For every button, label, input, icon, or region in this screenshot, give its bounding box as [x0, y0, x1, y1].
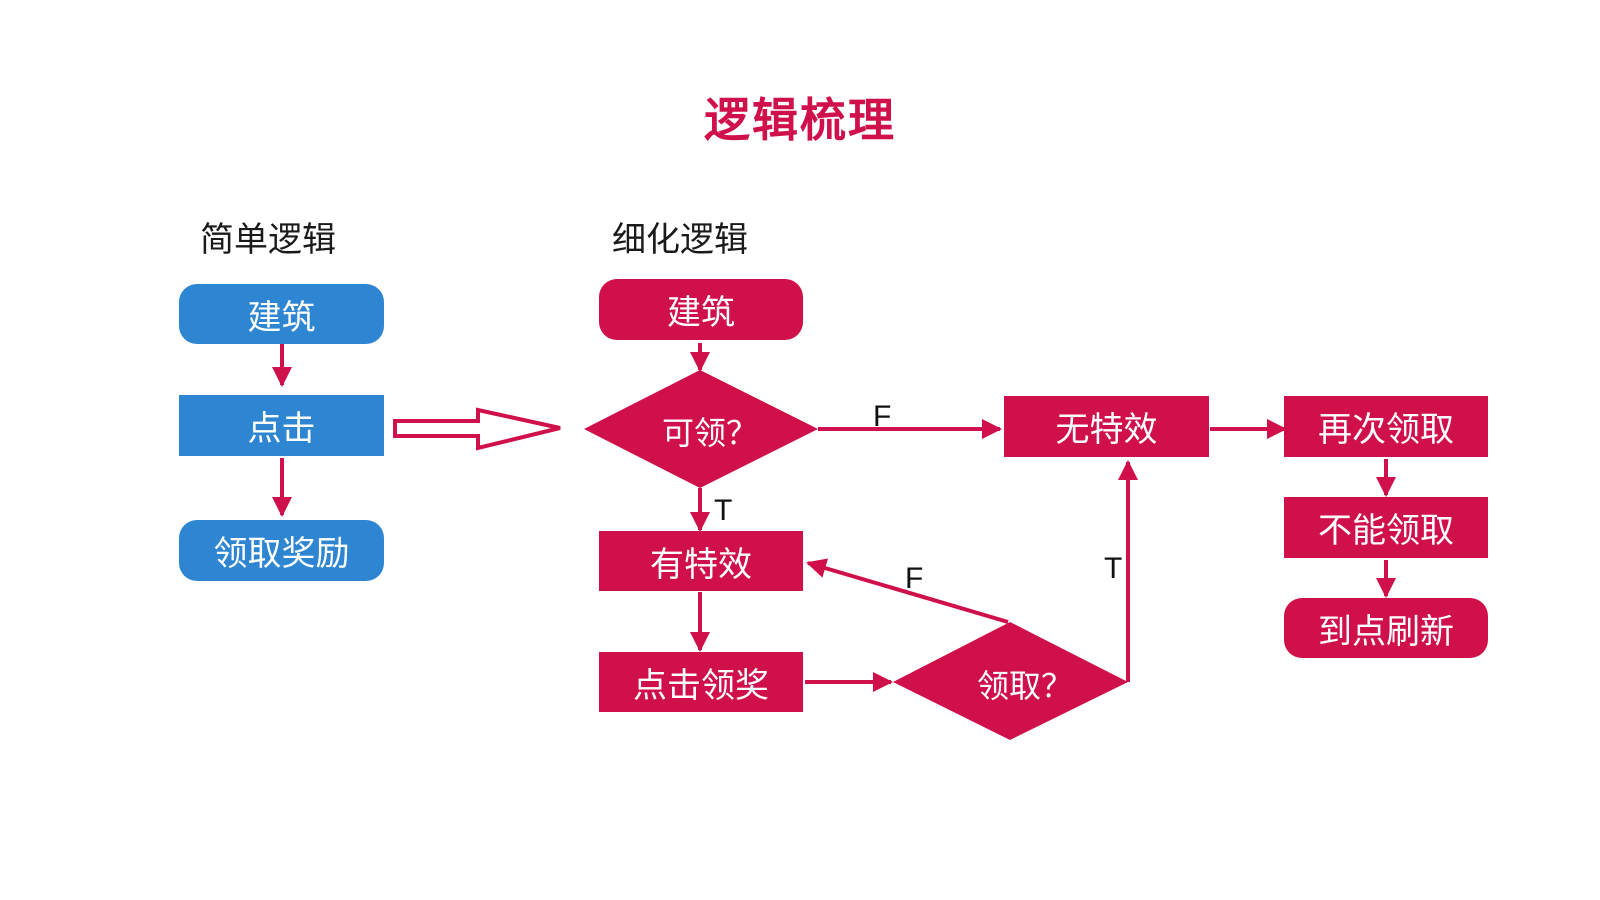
detail-node-build: 建筑 — [599, 279, 803, 340]
diamond-claim-label: 领取？ — [976, 667, 1073, 705]
simple-node-click: 点击 — [179, 395, 384, 456]
detail-node-claim-again: 再次领取 — [1284, 396, 1488, 457]
edge-label-can-claim-true: T — [714, 494, 733, 527]
edge-label-claim-false: F — [905, 562, 924, 595]
simple-node-build: 建筑 — [179, 284, 384, 344]
detail-node-cannot-claim: 不能领取 — [1284, 497, 1488, 558]
edge-label-claim-true: T — [1104, 552, 1123, 585]
detail-node-has-effect: 有特效 — [599, 531, 803, 591]
detail-node-click-claim: 点击领奖 — [599, 652, 803, 712]
diamond-can-claim-label: 可领？ — [661, 414, 758, 452]
diamond-can-claim — [584, 370, 818, 488]
edge-label-can-claim-false: F — [873, 400, 892, 433]
detail-node-no-effect: 无特效 — [1004, 396, 1209, 457]
slide-title: 逻辑梳理 — [704, 93, 896, 147]
diamond-claim — [893, 622, 1128, 740]
simple-logic-heading: 简单逻辑 — [200, 220, 336, 260]
simple-node-claim-reward: 领取奖励 — [179, 520, 384, 581]
arrow-claim-false — [806, 558, 1009, 624]
detailed-logic-heading: 细化逻辑 — [612, 220, 748, 260]
detail-node-refresh: 到点刷新 — [1284, 598, 1488, 658]
transition-arrow — [393, 407, 561, 451]
